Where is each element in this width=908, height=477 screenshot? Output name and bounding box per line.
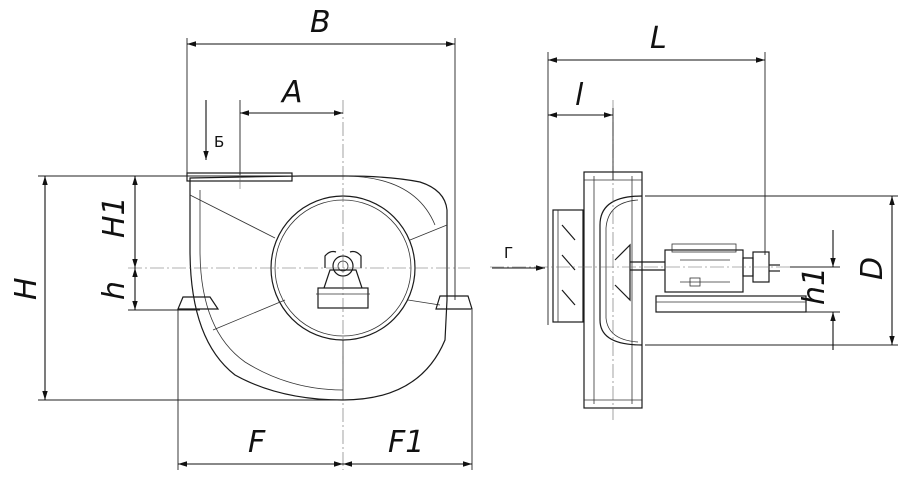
foot-left: [177, 296, 220, 310]
label-F1: F1: [388, 425, 424, 460]
blade-line: [407, 299, 441, 306]
bearing-support: [323, 269, 363, 289]
label-l: l: [575, 78, 584, 113]
casing-arc-top: [342, 175, 436, 226]
impeller-cone: [614, 243, 631, 302]
label-F: F: [248, 425, 266, 460]
blade-line: [212, 299, 286, 331]
side-view: Г L l D h1: [490, 21, 898, 420]
label-H: H: [9, 277, 44, 300]
label-h1: h1: [797, 267, 832, 305]
bearing-housing: [324, 250, 362, 268]
label-A: A: [280, 75, 303, 110]
front-view: Б B A H H1 h F F1: [9, 5, 473, 470]
inlet-collector: [599, 195, 643, 346]
inlet-vane-panel: [552, 209, 584, 323]
bearing-unit: [664, 249, 744, 293]
coupling: [752, 251, 770, 283]
label-B: B: [310, 5, 331, 40]
scroll-housing: [189, 175, 448, 401]
label-L: L: [650, 21, 667, 56]
label-h: h: [97, 281, 132, 300]
view-mark-b: Б: [214, 133, 224, 151]
foot-right: [435, 295, 473, 310]
blade-line: [189, 194, 276, 239]
view-mark-g: Г: [504, 244, 513, 262]
base-frame: [655, 295, 807, 313]
label-H1: H1: [97, 196, 132, 238]
scroll-inner-line: [199, 190, 344, 391]
label-D: D: [855, 257, 890, 280]
blade-line: [409, 224, 448, 241]
